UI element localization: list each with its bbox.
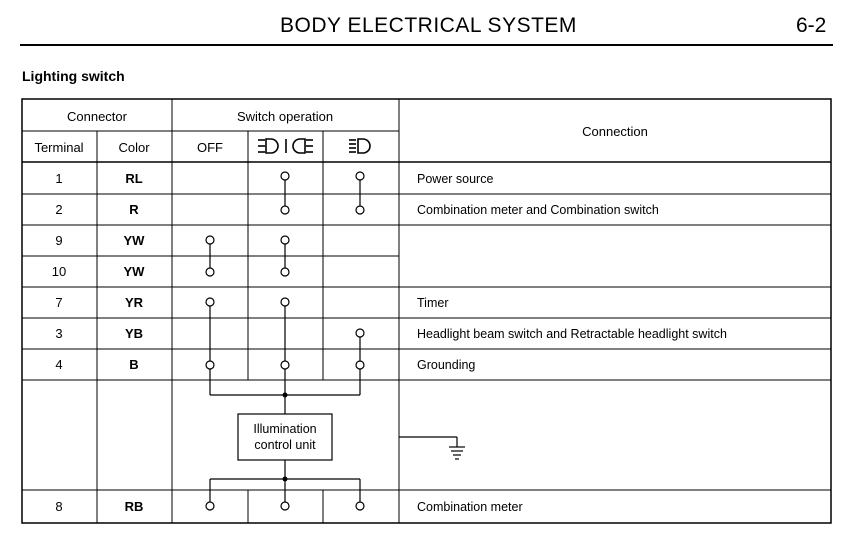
color-cell: RL <box>125 171 142 186</box>
connection-cell: Combination meter and Combination switch <box>417 203 659 217</box>
terminal-circle <box>205 267 215 277</box>
terminal-circle <box>280 501 290 511</box>
terminal-circle <box>280 235 290 245</box>
color-cell: YR <box>125 295 144 310</box>
terminal-cell: 4 <box>55 357 62 372</box>
terminal-circle <box>205 360 215 370</box>
color-cell: YB <box>125 326 143 341</box>
parking-light-icon <box>258 138 313 154</box>
illumination-unit-label-1: Illumination <box>253 422 316 436</box>
header-rule <box>20 44 833 46</box>
terminal-circle <box>355 328 365 338</box>
color-cell: R <box>129 202 139 217</box>
headlight-icon <box>349 138 371 154</box>
page-number: 6-2 <box>796 14 827 37</box>
terminal-circle <box>280 267 290 277</box>
header-terminal: Terminal <box>34 140 83 155</box>
terminal-circle <box>205 501 215 511</box>
connection-cell: Combination meter <box>417 500 523 514</box>
connection-cell: Timer <box>417 296 448 310</box>
terminal-circle <box>280 360 290 370</box>
terminal-circle <box>205 235 215 245</box>
section-title: Lighting switch <box>22 68 125 84</box>
illumination-unit-label-2: control unit <box>254 438 316 452</box>
illumination-control-unit-box <box>237 413 333 461</box>
connection-cell: Grounding <box>417 358 475 372</box>
junction-dot <box>282 392 288 398</box>
header-connector: Connector <box>67 109 128 124</box>
page-header-title: BODY ELECTRICAL SYSTEM <box>280 14 577 37</box>
terminal-circle <box>280 205 290 215</box>
terminal-cell: 3 <box>55 326 62 341</box>
terminal-circle <box>355 205 365 215</box>
junction-dot <box>282 476 288 482</box>
terminal-cell: 2 <box>55 202 62 217</box>
terminal-circle <box>355 501 365 511</box>
table-frame <box>21 98 832 524</box>
terminal-circle <box>355 171 365 181</box>
header-off: OFF <box>197 140 223 155</box>
terminal-circle <box>280 297 290 307</box>
terminal-cell: 8 <box>55 499 62 514</box>
header-color: Color <box>118 140 150 155</box>
terminal-cell: 1 <box>55 171 62 186</box>
terminal-circle <box>280 171 290 181</box>
terminal-cell: 7 <box>55 295 62 310</box>
terminal-cell: 10 <box>52 264 66 279</box>
terminal-cell: 9 <box>55 233 62 248</box>
ground-symbol-icon <box>399 436 465 460</box>
header-switch-operation: Switch operation <box>237 109 333 124</box>
connection-cell: Power source <box>417 172 493 186</box>
color-cell: YW <box>124 233 146 248</box>
terminal-circle <box>205 297 215 307</box>
header-connection: Connection <box>582 124 648 139</box>
color-cell: YW <box>124 264 146 279</box>
color-cell: RB <box>125 499 144 514</box>
connection-cell: Headlight beam switch and Retractable he… <box>417 327 727 341</box>
terminal-circle <box>355 360 365 370</box>
color-cell: B <box>129 357 138 372</box>
